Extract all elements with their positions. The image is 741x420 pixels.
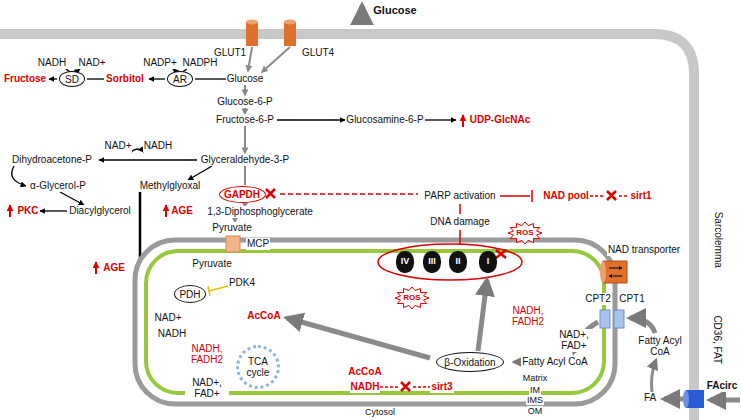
metabolite-label: Glucose: [372, 4, 417, 17]
transporter-label: CPT1: [618, 293, 646, 305]
metabolite-label: α-Glycerol-P: [29, 180, 87, 192]
metabolite-label: Dihydroacetone-P: [11, 154, 93, 166]
transporter-label: NAD transporter: [607, 244, 681, 256]
node-text: II: [455, 257, 460, 267]
cofactor-label: NADH, FADH2: [185, 343, 229, 366]
metabolite-label: Pyruvate: [191, 258, 232, 270]
node-text: I: [487, 257, 490, 267]
node-text: III: [428, 257, 436, 267]
cofactor-label: NADH: [350, 381, 381, 393]
node-text: TCA cycle: [242, 356, 274, 378]
protein-label: PDK4: [228, 277, 256, 289]
cd36-transporter: [683, 390, 704, 408]
metabolite-label: AcCoA: [347, 366, 382, 378]
metabolite-label: FAcirc: [706, 380, 739, 392]
enzyme-ellipse: SD: [59, 71, 85, 87]
transporter-label: GLUT4: [301, 47, 335, 59]
node-text: PDH: [179, 289, 200, 300]
metabolite-label: Glucose: [226, 73, 265, 85]
region-label: Sarcolemma: [712, 211, 724, 269]
region-label: OM: [527, 406, 544, 416]
etc-complex: II: [449, 251, 467, 273]
process-label: PARP activation: [423, 190, 496, 202]
etc-complex: IV: [396, 251, 414, 273]
cofactor-label: NAD+: [78, 57, 107, 69]
metabolite-label: Fatty Acyl CoA: [521, 356, 589, 368]
transporter-label: CPT2: [584, 293, 612, 305]
protein-label: PKC: [16, 205, 39, 217]
cofactor-label: NAD+, FAD+: [552, 329, 596, 352]
cofactor-label: NADPH: [181, 57, 218, 69]
cofactor-label: NAD+, FAD+: [185, 377, 229, 400]
cofactor-label: NADH: [37, 57, 67, 69]
process-ellipse: β-Oxidation: [436, 352, 504, 372]
enzyme-ellipse: GAPDH: [219, 186, 266, 203]
metabolite-label: FA: [643, 392, 657, 404]
etc-complex: III: [423, 251, 441, 273]
node-text: GAPDH: [224, 189, 260, 200]
cofactor-label: NAD+: [154, 312, 183, 324]
protein-label: sirt3: [430, 381, 453, 393]
metabolite-label: Diacylglycerol: [68, 205, 132, 217]
enzyme-ellipse: AR: [167, 71, 193, 87]
metabolite-label: Glucosamine-6-P: [345, 114, 424, 126]
glut-transporters: [246, 20, 296, 47]
metabolite-label: AGE: [102, 262, 126, 274]
metabolite-label: Glyceraldehyde-3-P: [200, 154, 290, 166]
etc-ring: [378, 244, 522, 280]
region-label: Matrix: [522, 373, 549, 383]
node-text: β-Oxidation: [444, 357, 495, 368]
metabolite-label: Fructose-6-P: [215, 114, 275, 126]
metabolite-label: AcCoA: [246, 310, 281, 322]
signal-lines: [280, 190, 628, 387]
metabolite-label: AGE: [170, 205, 194, 217]
cpt-carriers: [600, 310, 624, 328]
etc-complex: I: [479, 251, 497, 273]
inhibition-x: [266, 189, 616, 391]
ros-burst: ROS: [394, 286, 430, 310]
protein-label: sirt1: [629, 190, 652, 202]
metabolite-label: Glucose-6-P: [216, 96, 274, 108]
metabolite-label: Fructose: [3, 73, 47, 85]
metabolite-label: Sorbitol: [105, 73, 145, 85]
metabolite-label: 1,3-Diphosphoglycerate: [206, 206, 314, 218]
metabolite-label: Methylglyoxal: [139, 180, 202, 192]
cofactor-label: NADH, FADH2: [506, 305, 550, 328]
metabolite-label: Pyruvate: [211, 222, 252, 234]
transporter-label: CD36, FAT: [711, 315, 723, 366]
node-text: ROS: [403, 294, 420, 303]
increase-arrow: [359, 6, 365, 22]
cycle-circle: TCA cycle: [236, 345, 280, 389]
metabolite-label: NAD pool: [542, 190, 590, 202]
sarcolemma-membrane: [0, 34, 694, 420]
node-text: ROS: [516, 229, 533, 238]
transporter-label: MCP: [246, 238, 270, 250]
flux-arrows: [287, 280, 740, 400]
cofactor-label: NADP+: [142, 57, 178, 69]
region-label: Cytosol: [364, 407, 396, 417]
metabolite-label: Fatty Acyl CoA: [634, 335, 686, 358]
cofactor-label: NADH: [143, 140, 173, 152]
pdk4-inhibition: [208, 286, 228, 296]
mitochondrion-inner-membrane: [146, 251, 604, 393]
ros-burst: ROS: [507, 221, 543, 245]
mcp-carrier: [226, 236, 240, 252]
node-text: SD: [65, 74, 79, 85]
node-text: AR: [173, 74, 187, 85]
cofactor-label: NAD+: [104, 140, 133, 152]
metabolite-label: UDP-GlcNAc: [469, 114, 532, 126]
enzyme-ellipse: PDH: [174, 285, 206, 303]
mitochondrion-outer-membrane: [135, 240, 615, 404]
region-label: IM: [529, 385, 541, 395]
nad-transporter: [600, 261, 627, 283]
process-label: DNA damage: [429, 216, 490, 228]
node-text: IV: [401, 257, 410, 267]
cofactor-label: NADH: [157, 328, 187, 340]
region-label: IMS: [526, 395, 544, 405]
